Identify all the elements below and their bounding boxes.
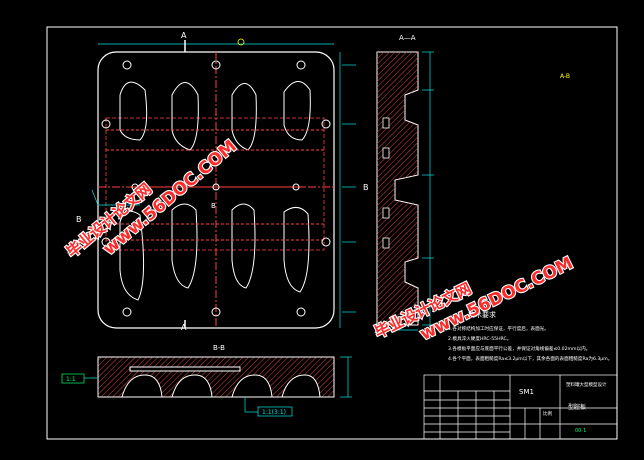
- bolt-hole: [211, 307, 221, 317]
- gate-hole: [131, 183, 139, 191]
- bolt-hole: [296, 307, 306, 317]
- technical-requirements: 技术要求 1.各对称结构加工时应保证，平行度后，表面光。 2.模具淬火硬度HRC…: [448, 310, 612, 362]
- title-drawing-no: 型腔板: [568, 403, 586, 411]
- title-scale-label: 比例: [543, 410, 552, 417]
- section-aa-view: A—A A-B: [376, 34, 570, 331]
- title-block: [423, 374, 618, 440]
- ab-tag: A-B: [560, 73, 570, 80]
- gate-hole: [292, 183, 300, 191]
- bolt-hole: [321, 119, 331, 129]
- bolt-hole: [296, 60, 306, 70]
- cavity-1-bottom: [119, 210, 145, 301]
- center-b-label: B: [211, 202, 216, 210]
- bolt-hole: [122, 307, 132, 317]
- tech-req-title: 技术要求: [468, 310, 496, 319]
- cavity-3-bottom: [231, 203, 256, 289]
- section-b-right: B: [363, 183, 369, 192]
- bolt-hole: [321, 237, 331, 247]
- bolt-hole: [211, 60, 221, 70]
- section-bb-title: B-B: [213, 344, 225, 352]
- tech-req-3: 3.各模板平面应与底面平行公差，并保证对角线偏差≤0.02mm以内。: [448, 345, 590, 352]
- bolt-hole: [122, 60, 132, 70]
- datum-symbol: [237, 38, 245, 46]
- cavity-2-bottom: [171, 203, 198, 289]
- left-box: [61, 373, 85, 384]
- gate-hole: [212, 183, 220, 191]
- watermark-1: 毕业设计论文网 www.56DOC.COM: [62, 135, 242, 262]
- section-bb-view: B-B 1:1(3:1) 1:1: [61, 344, 352, 417]
- section-aa-title: A—A: [399, 34, 416, 42]
- left-box-text: 1:1: [66, 376, 76, 383]
- title-part-name: 塑料罐大型模型设计: [566, 381, 607, 388]
- title-material: SM1: [519, 388, 534, 396]
- tech-req-2: 2.模具淬火硬度HRC-55HRC。: [448, 335, 511, 342]
- tech-req-1: 1.各对称结构加工时应保证，平行度后，表面光。: [448, 325, 549, 332]
- bottom-box: [257, 406, 293, 417]
- cooling-channel-outline: [105, 117, 325, 251]
- section-a-bottom: A: [181, 323, 187, 332]
- bottom-box-text: 1:1(3:1): [262, 409, 286, 416]
- cavity-4-bottom: [283, 207, 310, 293]
- cavity-4-top: [283, 81, 311, 141]
- bolt-hole: [101, 237, 111, 247]
- title-code: 00-1: [575, 428, 586, 434]
- section-a-top: A: [181, 31, 187, 40]
- cavity-3-top: [231, 83, 257, 151]
- tech-req-4: 4.各个平面，表面粗糙度Ra≤3.2μm以下，其余各面的表面粗糙度Ra为6.3μ…: [448, 355, 612, 362]
- section-b-left: B: [76, 215, 82, 224]
- bolt-hole: [101, 119, 111, 129]
- drawing-border: [46, 26, 618, 440]
- cavity-2-top: [171, 82, 199, 151]
- plan-view: A A B B B: [76, 31, 369, 332]
- cavity-1-top: [119, 81, 148, 141]
